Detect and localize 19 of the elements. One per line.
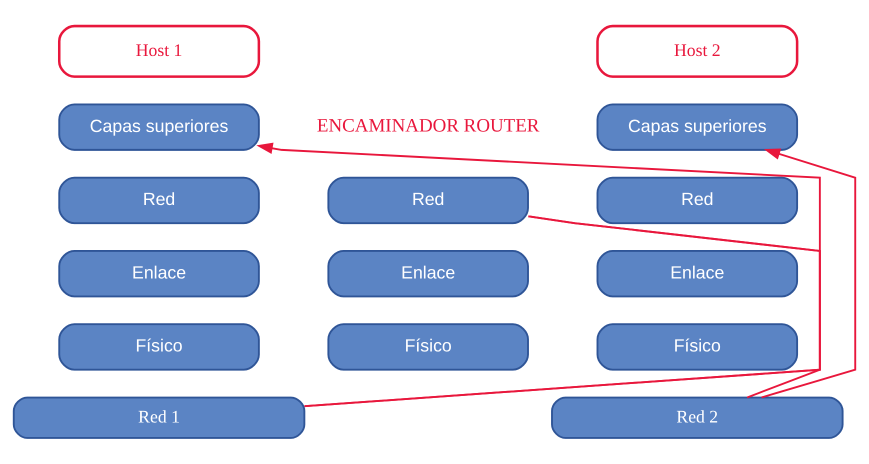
arrow bbox=[256, 142, 821, 408]
node-box: Red bbox=[58, 176, 260, 224]
connector bbox=[304, 215, 821, 408]
node-box: Host 1 bbox=[58, 24, 260, 78]
node-box: Red 2 bbox=[551, 396, 844, 439]
node-box: Red bbox=[327, 176, 529, 224]
node-box: Enlace bbox=[327, 250, 529, 298]
node-box: Red 1 bbox=[12, 396, 306, 439]
arrow bbox=[761, 148, 856, 398]
node-box: Enlace bbox=[596, 250, 798, 298]
node-box: Capas superiores bbox=[596, 103, 798, 151]
node-box: Enlace bbox=[58, 250, 260, 298]
node-box: Capas superiores bbox=[58, 103, 260, 151]
node-box: Red bbox=[596, 176, 798, 224]
label: ENCAMINADOR ROUTER bbox=[316, 116, 540, 137]
node-box: Host 2 bbox=[596, 24, 798, 78]
node-box: Físico bbox=[58, 323, 260, 371]
node-box: Físico bbox=[327, 323, 529, 371]
node-box: Físico bbox=[596, 323, 798, 371]
